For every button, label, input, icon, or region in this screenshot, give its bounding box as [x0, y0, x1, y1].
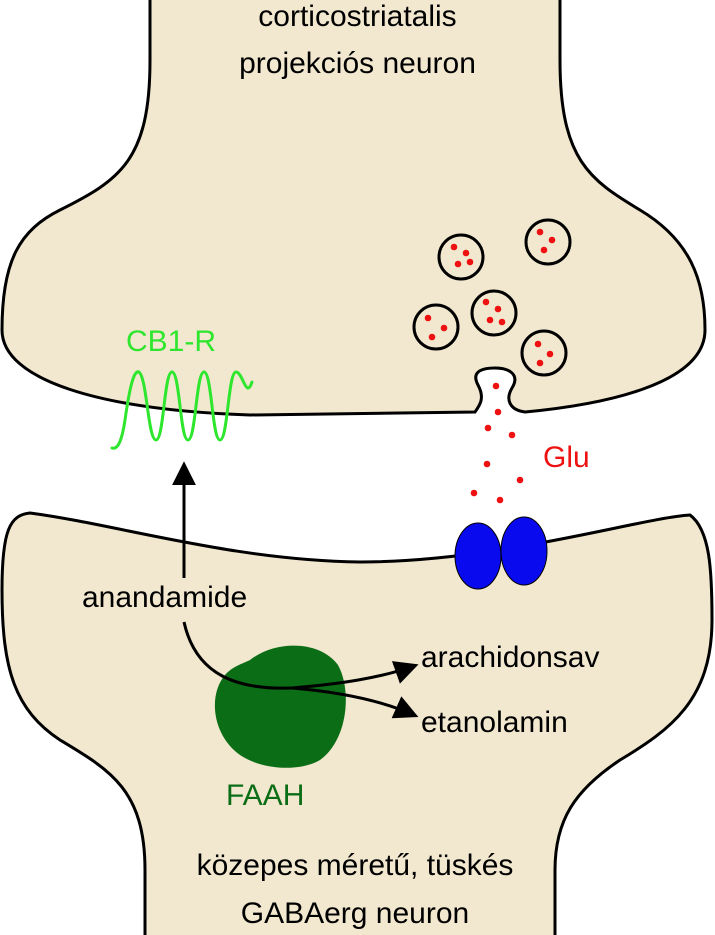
vesicle	[437, 233, 485, 281]
degradation-path	[182, 621, 293, 690]
anandamide-label: anandamide	[82, 581, 248, 614]
released-glutamate	[470, 408, 524, 504]
vesicle	[470, 289, 518, 337]
glutamate-receptor	[454, 516, 548, 590]
glutamate-label: Glu	[543, 441, 590, 474]
vesicle	[524, 218, 572, 266]
vesicle	[520, 329, 568, 377]
postsynaptic-neuron-name-line2: GABAerg neuron	[240, 897, 470, 930]
presynaptic-neuron-name-line1: corticostriatalis	[258, 0, 457, 33]
presynaptic-terminal	[0, 0, 707, 417]
presynaptic-neuron-name-line2: projekciós neuron	[239, 47, 476, 80]
faah-enzyme	[214, 645, 346, 768]
cb1-receptor	[110, 370, 254, 450]
arachidonsav-label: arachidonsav	[421, 641, 600, 674]
etanolamin-label: etanolamin	[421, 706, 568, 739]
arrow-to-arachidonsav	[291, 661, 419, 690]
postsynaptic-neuron-name-line1: közepes méretű, tüskés	[196, 849, 514, 882]
vesicle	[412, 303, 460, 351]
postsynaptic-spine	[0, 511, 714, 935]
cb1-receptor-label: CB1-R	[126, 325, 217, 358]
arrow-to-etanolamin	[291, 686, 419, 719]
faah-label: FAAH	[226, 779, 305, 812]
